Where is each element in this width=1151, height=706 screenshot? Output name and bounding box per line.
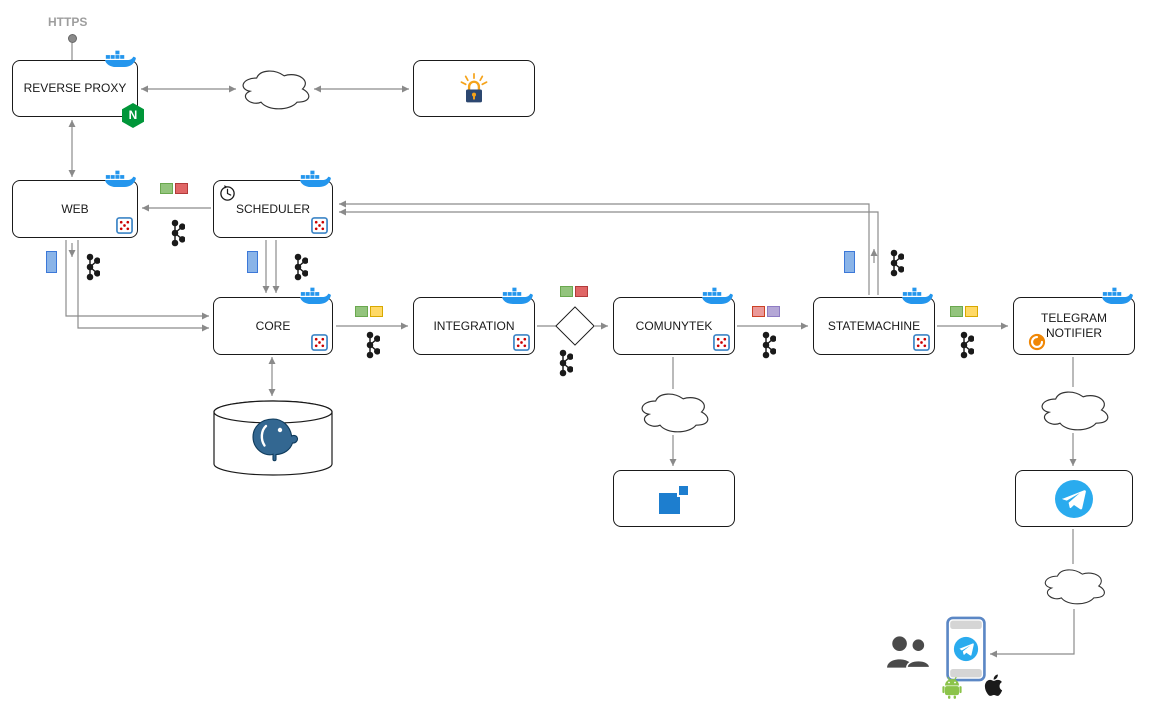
node-telegram-notifier-label: TELEGRAM NOTIFIER	[1040, 311, 1107, 340]
users-icon	[886, 634, 934, 670]
kafka-icon	[360, 330, 380, 360]
postgres-elephant-icon	[252, 418, 299, 462]
topic-indicator-red	[175, 183, 188, 194]
postgresql-database[interactable]	[212, 399, 334, 477]
node-web[interactable]: WEB	[12, 180, 138, 238]
topic-indicator-pair	[752, 306, 780, 317]
node-lets-encrypt[interactable]	[413, 60, 535, 117]
topic-indicator-green	[950, 306, 963, 317]
topic-indicator-pair	[355, 306, 383, 317]
topic-indicator-red	[575, 286, 588, 297]
topic-indicator-green	[560, 286, 573, 297]
apple-icon	[984, 674, 1003, 697]
kafka-icon	[288, 252, 308, 282]
dice-icon	[913, 334, 930, 351]
telegram-icon	[1054, 479, 1094, 519]
topic-indicator-pair	[560, 286, 588, 297]
edge-statemachine-scheduler-1	[339, 200, 870, 295]
docker-whale-icon	[299, 168, 331, 191]
node-reverse-proxy[interactable]: REVERSE PROXY N	[12, 60, 144, 128]
cloud-partner-network	[637, 390, 711, 434]
kafka-icon	[165, 218, 185, 248]
cloud-internet-proxy	[238, 67, 312, 111]
clock-icon	[219, 185, 236, 202]
kafka-icon	[884, 248, 904, 278]
docker-whale-icon	[901, 285, 933, 308]
node-telegram-notifier[interactable]: TELEGRAM NOTIFIER	[1013, 297, 1135, 355]
nginx-letter: N	[128, 108, 138, 122]
node-integration-label: INTEGRATION	[433, 318, 515, 333]
smartphone-icon	[946, 616, 986, 682]
topic-indicator-yellow	[965, 306, 978, 317]
docker-whale-icon	[701, 285, 733, 308]
topic-indicator-yellow	[370, 306, 383, 317]
kafka-icon	[756, 330, 776, 360]
kafka-icon	[553, 348, 573, 378]
edge-web-core-1	[65, 240, 209, 320]
blue-squares-logo-icon	[657, 482, 691, 516]
node-web-label: WEB	[61, 201, 89, 216]
node-scheduler-label: SCHEDULER	[235, 201, 310, 216]
orange-swirl-icon	[1028, 333, 1046, 351]
cloud-client-network	[1041, 566, 1107, 606]
node-statemachine[interactable]: STATEMACHINE	[813, 297, 935, 355]
dice-icon	[513, 334, 530, 351]
docker-whale-icon	[299, 285, 331, 308]
docker-whale-icon	[104, 168, 136, 191]
topic-indicator-pair	[160, 183, 188, 194]
topic-indicator-pair	[950, 306, 978, 317]
topic-indicator-blue	[247, 251, 258, 273]
edge-cloud-clients	[990, 609, 1075, 658]
kafka-icon	[80, 252, 100, 282]
topic-indicator-green	[355, 306, 368, 317]
topic-indicator-purple	[767, 306, 780, 317]
lets-encrypt-padlock-icon	[458, 73, 490, 105]
https-endpoint-dot	[68, 34, 77, 43]
dice-icon	[116, 217, 133, 234]
node-core[interactable]: CORE	[213, 297, 333, 355]
node-statemachine-label: STATEMACHINE	[827, 318, 921, 333]
kafka-icon	[954, 330, 974, 360]
docker-whale-icon	[104, 48, 136, 71]
dice-icon	[311, 217, 328, 234]
node-core-label: CORE	[255, 318, 291, 333]
topic-indicator-pink	[752, 306, 765, 317]
nginx-icon: N	[122, 103, 144, 128]
node-reverse-proxy-label: REVERSE PROXY	[23, 81, 127, 95]
node-telegram[interactable]	[1015, 470, 1133, 527]
edge-statemachine-scheduler-2	[339, 208, 879, 295]
dice-icon	[713, 334, 730, 351]
docker-whale-icon	[1101, 285, 1133, 308]
docker-whale-icon	[501, 285, 533, 308]
topic-indicator-green	[160, 183, 173, 194]
edge-web-core-2	[77, 240, 209, 332]
dice-icon	[311, 334, 328, 351]
topic-indicator-blue	[46, 251, 57, 273]
node-scheduler[interactable]: SCHEDULER	[213, 180, 333, 238]
node-comunytek[interactable]: COMUNYTEK	[613, 297, 735, 355]
https-label: HTTPS	[48, 15, 88, 29]
node-partner-system[interactable]	[613, 470, 735, 527]
android-icon	[942, 676, 962, 700]
node-comunytek-label: COMUNYTEK	[635, 318, 713, 333]
node-integration[interactable]: INTEGRATION	[413, 297, 535, 355]
cloud-telegram-api	[1037, 388, 1111, 432]
topic-indicator-blue	[844, 251, 855, 273]
